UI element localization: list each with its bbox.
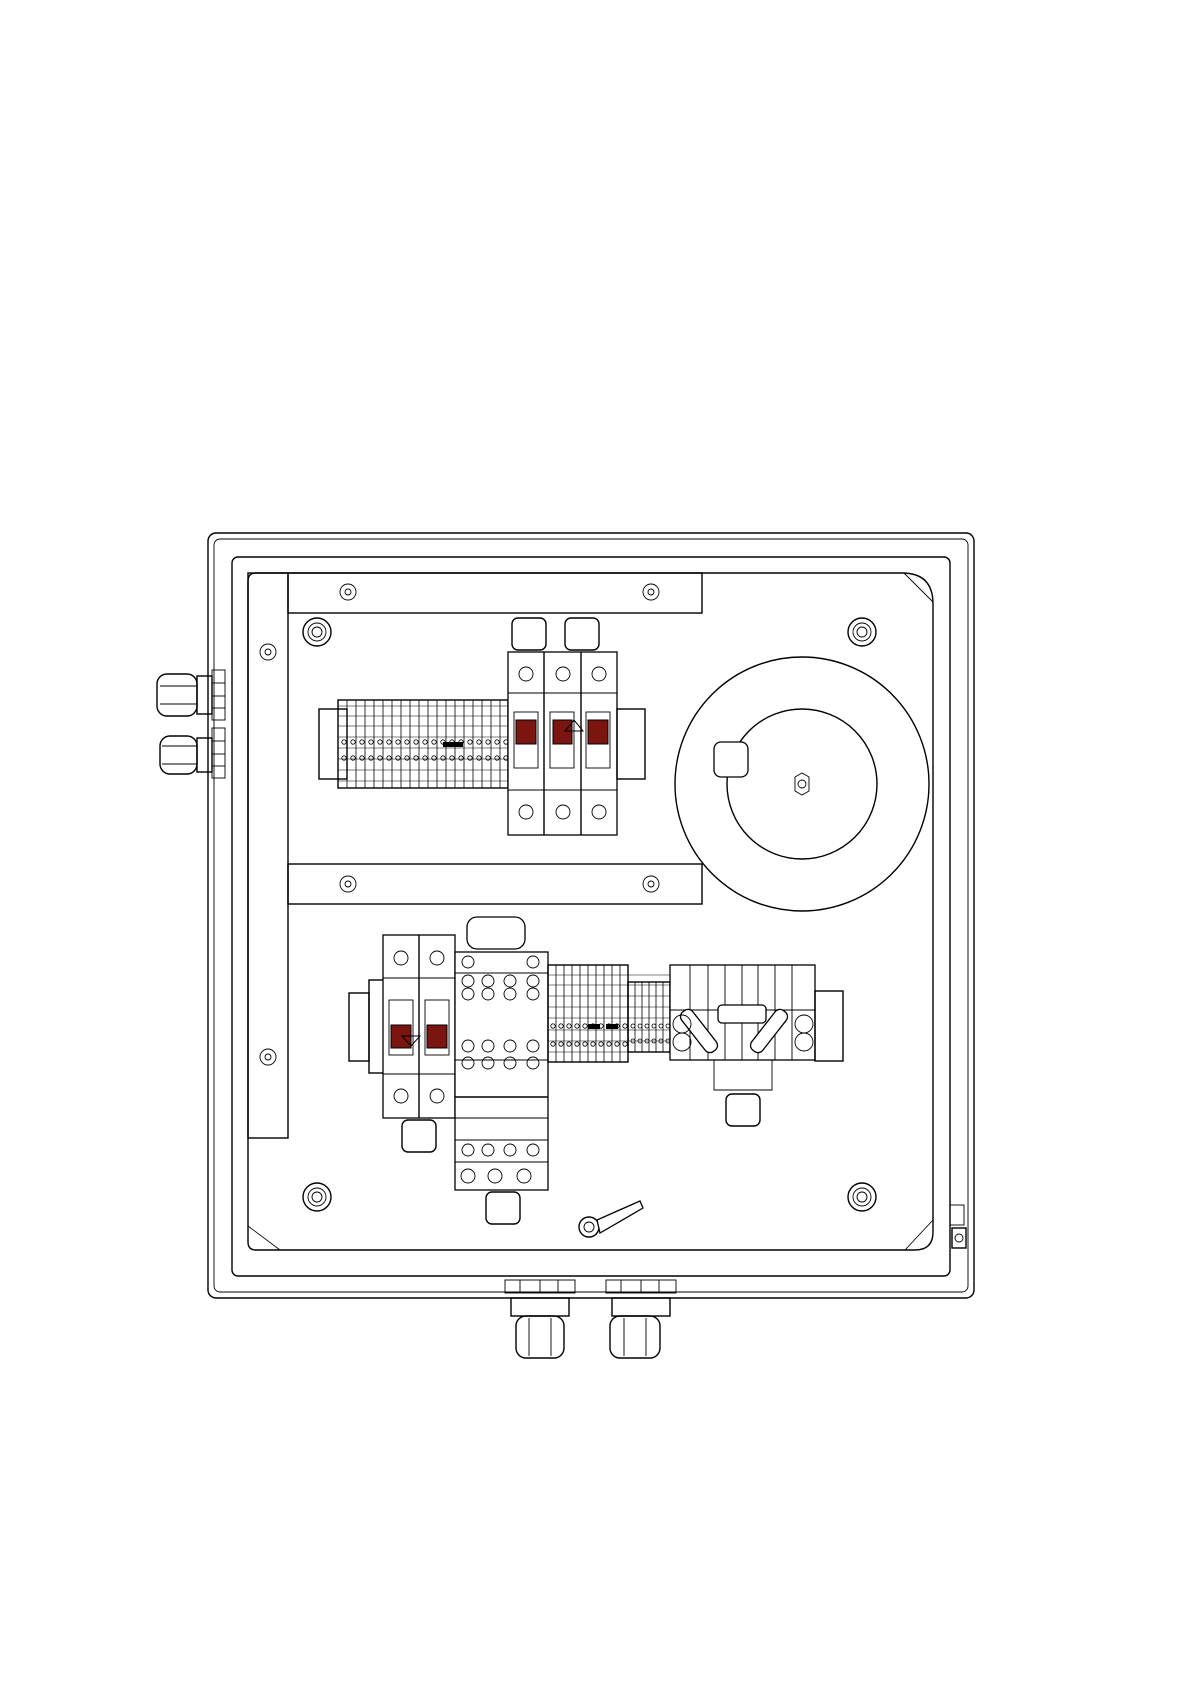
breaker-handle — [588, 720, 608, 744]
breaker-handle — [553, 720, 572, 744]
circuit-breaker-2pole — [349, 935, 455, 1152]
hinge — [950, 1205, 966, 1248]
mounting-nut — [848, 618, 876, 646]
mounting-nut — [303, 1183, 331, 1211]
toroidal-transformer — [675, 657, 929, 911]
contactor — [455, 917, 548, 1224]
breaker-handle — [516, 720, 536, 744]
earth-lug — [579, 1201, 643, 1237]
circuit-breaker-3pole — [508, 618, 645, 835]
screw-hole — [260, 644, 276, 660]
breaker-handle — [427, 1025, 447, 1048]
mounting-nut — [303, 618, 331, 646]
din-rail-top — [288, 573, 702, 613]
cable-gland — [160, 728, 225, 778]
terminal-block-group — [548, 965, 670, 1062]
mounting-nut — [848, 1183, 876, 1211]
disconnect-switch — [670, 965, 843, 1126]
screw-hole — [260, 1049, 276, 1065]
cable-gland — [157, 670, 225, 720]
din-rail-bottom — [288, 864, 702, 904]
terminal-block-group — [319, 700, 508, 788]
